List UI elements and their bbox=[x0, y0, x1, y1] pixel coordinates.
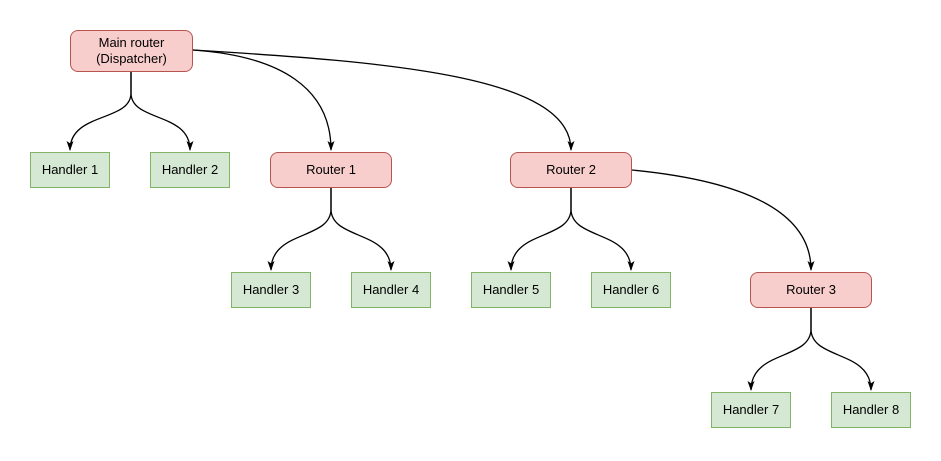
edge-router-3-to-handler-8 bbox=[810, 308, 875, 391]
node-handler-5: Handler 5 bbox=[471, 272, 551, 308]
node-router-3: Router 3 bbox=[750, 272, 872, 308]
node-handler-6: Handler 6 bbox=[591, 272, 671, 308]
edge-router-1-to-handler-3 bbox=[267, 188, 332, 271]
edge-router-3-to-handler-7 bbox=[747, 308, 812, 391]
edge-main-to-router-1 bbox=[192, 49, 335, 151]
edge-main-to-handler-1 bbox=[66, 72, 132, 151]
edge-main-to-router-2 bbox=[192, 49, 575, 151]
edge-router-2-to-handler-6 bbox=[570, 188, 635, 271]
node-main-router: Main router (Dispatcher) bbox=[70, 30, 193, 72]
edge-router-2-to-router-3 bbox=[631, 169, 815, 271]
node-handler-3: Handler 3 bbox=[231, 272, 311, 308]
node-handler-1: Handler 1 bbox=[30, 152, 110, 188]
node-router-1: Router 1 bbox=[270, 152, 392, 188]
node-handler-7: Handler 7 bbox=[711, 392, 791, 428]
edge-router-2-to-handler-5 bbox=[507, 188, 572, 271]
node-handler-2: Handler 2 bbox=[150, 152, 230, 188]
node-handler-4: Handler 4 bbox=[351, 272, 431, 308]
node-handler-8: Handler 8 bbox=[831, 392, 911, 428]
node-router-2: Router 2 bbox=[510, 152, 632, 188]
edge-main-to-handler-2 bbox=[130, 72, 194, 151]
edge-router-1-to-handler-4 bbox=[330, 188, 395, 271]
